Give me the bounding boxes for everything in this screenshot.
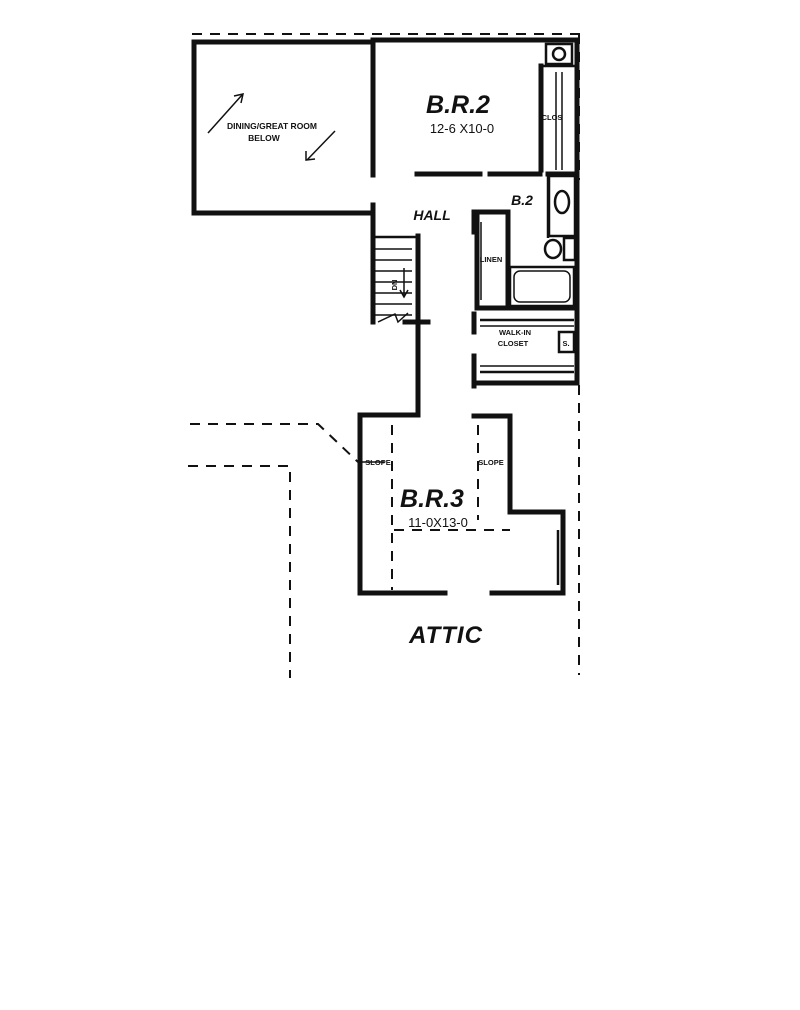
- slope-left-label: SLOPE: [365, 458, 390, 467]
- stair-down-label: DN: [390, 280, 399, 291]
- arrow-down-icon: [305, 130, 336, 161]
- bath-2-label: B.2: [511, 192, 533, 208]
- bedroom-2: B.R.2 12-6 X10-0 CLOS: [370, 37, 580, 178]
- linen-closet: LINEN: [474, 209, 503, 311]
- hall-label: HALL: [413, 207, 450, 223]
- shelf-label: S.: [562, 339, 569, 348]
- bedroom-3-dimensions: 11-0X13-0: [408, 515, 468, 530]
- hall: HALL: [370, 202, 477, 418]
- slope-right-label: SLOPE: [478, 458, 503, 467]
- bedroom-3: SLOPE SLOPE B.R.3 11-0X13-0: [357, 412, 566, 596]
- dining-great-room-below: DINING/GREAT ROOM BELOW: [191, 39, 375, 216]
- stair: DN: [373, 235, 431, 325]
- arrow-up-icon: [207, 93, 244, 134]
- attic-label: ATTIC: [408, 622, 483, 649]
- dining-great-room-below-label: BELOW: [248, 133, 281, 143]
- bedroom-2-label: B.R.2: [426, 91, 490, 119]
- arrow-down-icon: [399, 268, 409, 299]
- bedroom-2-dimensions: 12-6 X10-0: [430, 121, 494, 136]
- dining-great-room-label: DINING/GREAT ROOM: [227, 121, 317, 131]
- linen-label: LINEN: [480, 255, 503, 264]
- bedroom-3-label: B.R.3: [400, 485, 464, 513]
- closet-label: CLOS: [542, 113, 563, 122]
- walk-in-closet-label-2: CLOSET: [498, 339, 529, 348]
- walk-in-closet: WALK-IN CLOSET S.: [471, 309, 580, 389]
- bath-2: B.2: [474, 169, 580, 315]
- walk-in-closet-label: WALK-IN: [499, 328, 531, 337]
